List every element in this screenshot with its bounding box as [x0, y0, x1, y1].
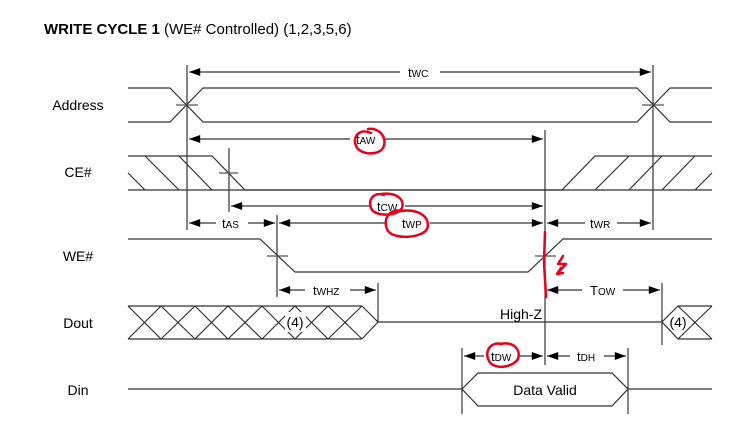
circle-tdw — [485, 342, 520, 368]
note4-left: (4) — [286, 314, 303, 330]
signal-label-din: Din — [67, 382, 88, 398]
label-tdw: tDW — [491, 349, 512, 364]
timing-labels: tWC tAW tCW tAS tWP tWR tWHZ TOW tDW tDH — [222, 65, 616, 364]
waveform-dout — [127, 305, 713, 340]
reference-lines — [186, 65, 663, 414]
label-tas: tAS — [222, 216, 239, 231]
high-z-label: High-Z — [500, 306, 542, 322]
dout-hatch-line — [361, 305, 379, 323]
waveform-we — [128, 238, 712, 273]
timing-arrows — [189, 68, 660, 360]
waveform-ce — [127, 155, 713, 191]
label-taw: tAW — [356, 132, 376, 147]
waveform-address — [128, 87, 712, 123]
label-twr: tWR — [590, 216, 610, 231]
red-arrow-mark — [555, 254, 568, 276]
red-annotations — [353, 127, 568, 368]
dout-hatch-line — [361, 321, 379, 340]
signal-label-address: Address — [52, 97, 103, 113]
title-bold: WRITE CYCLE 1 — [44, 21, 160, 38]
waveform-din — [128, 372, 712, 407]
dout-hatch-line — [194, 305, 229, 340]
red-vertical-mark — [542, 230, 548, 299]
circle-twp — [384, 209, 430, 238]
signal-label-we: WE# — [63, 248, 94, 264]
label-twhz: tWHZ — [313, 283, 339, 298]
dout-hatch-line — [261, 305, 296, 340]
dout-hatch-line — [160, 305, 196, 340]
label-tdh: tDH — [577, 349, 595, 364]
label-tow: TOW — [590, 283, 616, 298]
data-valid-label: Data Valid — [513, 382, 577, 398]
label-twp: tWP — [402, 216, 422, 231]
label-tcw: tCW — [377, 199, 398, 214]
signal-label-dout: Dout — [63, 315, 93, 331]
circle-taw — [353, 127, 386, 155]
note4-left-bg — [285, 312, 306, 332]
label-twc: tWC — [408, 65, 428, 80]
dout-hatch-line — [127, 305, 162, 340]
dout-hatch-line — [294, 305, 329, 340]
diagram-title: WRITE CYCLE 1 (WE# Controlled) (1,2,3,5,… — [44, 21, 352, 38]
title-rest: (WE# Controlled) (1,2,3,5,6) — [159, 21, 352, 38]
note4-right: (4) — [669, 314, 686, 330]
dout-hatch-line — [227, 305, 263, 340]
dout-hatch-line — [327, 305, 363, 340]
signal-label-ce: CE# — [64, 164, 91, 180]
